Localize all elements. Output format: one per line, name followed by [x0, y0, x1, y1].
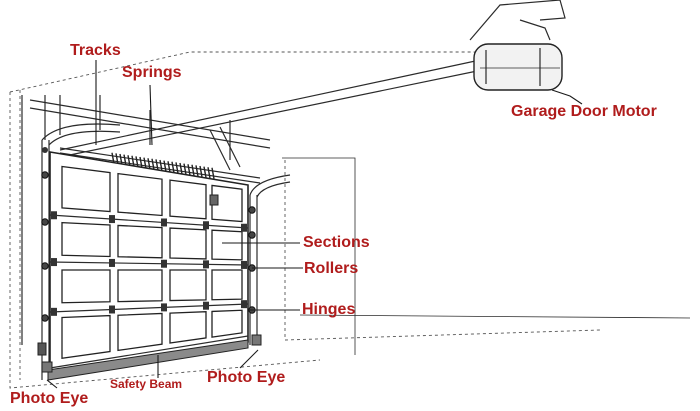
spring-coil	[131, 155, 135, 167]
door-panel	[117, 269, 163, 303]
door-handle	[209, 194, 219, 206]
door-panel	[117, 312, 163, 352]
door-panel	[117, 224, 163, 259]
door-panel	[211, 269, 243, 301]
spring-coil	[151, 158, 155, 170]
door-panel	[169, 179, 207, 220]
spring-coil	[187, 164, 191, 176]
roller	[248, 206, 256, 214]
door-panel	[117, 172, 163, 217]
spring-coil	[135, 156, 139, 168]
hinge	[51, 307, 57, 316]
roller	[41, 171, 49, 179]
left-track	[41, 123, 121, 380]
spring-coil	[191, 164, 195, 176]
door-panel	[169, 227, 207, 260]
label-rollers: Rollers	[304, 260, 359, 277]
hinge	[241, 223, 247, 232]
hinge	[109, 305, 115, 314]
door-panel	[211, 184, 243, 223]
door-panels	[61, 165, 243, 360]
spring-coil	[183, 163, 187, 175]
door-panel	[61, 269, 111, 304]
hinge	[241, 300, 247, 309]
spring-coil	[163, 160, 167, 172]
door-panel	[61, 314, 111, 360]
spring-coil	[167, 161, 171, 173]
label-safety-beam: Safety Beam	[110, 377, 183, 391]
room-outline	[9, 51, 691, 389]
spring-coil	[175, 162, 179, 174]
label-tracks: Tracks	[70, 42, 121, 59]
leader-lines	[46, 60, 583, 389]
photo-eye-left	[37, 342, 53, 373]
label-photo-eye-left: Photo Eye	[10, 390, 89, 407]
door-panel	[61, 165, 111, 213]
header-frame	[21, 95, 271, 345]
hinge	[203, 221, 209, 230]
door-panel	[61, 221, 111, 258]
hinge	[203, 260, 209, 269]
hinge	[109, 215, 115, 224]
spring-coil	[179, 162, 183, 175]
roller	[248, 231, 256, 239]
spring-coil	[211, 167, 215, 179]
hinge	[109, 258, 115, 267]
label-garage-door-motor: Garage Door Motor	[511, 103, 657, 120]
door-panel	[211, 229, 243, 261]
spring-coil	[207, 167, 211, 179]
hinge	[161, 218, 167, 227]
spring-coil	[123, 154, 127, 166]
roller	[41, 218, 49, 226]
door-hardware	[41, 171, 256, 322]
opener-rail	[59, 59, 483, 171]
spring-coil	[199, 165, 203, 178]
door-panel	[169, 311, 207, 344]
spring-coil	[203, 166, 207, 178]
label-hinges: Hinges	[302, 301, 356, 318]
spring-coil	[127, 155, 131, 167]
right-track	[249, 174, 291, 345]
spring-coil	[159, 159, 163, 172]
label-sections: Sections	[303, 234, 370, 251]
label-springs: Springs	[122, 64, 182, 81]
roller	[41, 314, 49, 322]
photo-eye-right	[251, 334, 262, 346]
hinge	[161, 303, 167, 312]
spring-coil	[143, 157, 147, 169]
hinge	[241, 260, 247, 269]
spring-coil	[147, 158, 151, 170]
garage-door-motor	[469, 0, 566, 91]
door-panel	[211, 309, 243, 338]
label-photo-eye-right: Photo Eye	[207, 369, 286, 386]
hinge	[203, 301, 209, 310]
spring-coil	[171, 161, 175, 173]
hinge	[161, 259, 167, 268]
door-panel	[169, 269, 207, 302]
spring-coil	[139, 156, 143, 169]
roller	[41, 262, 49, 270]
hinge	[51, 258, 57, 267]
spring-coil	[195, 165, 199, 177]
spring-coil	[155, 159, 159, 171]
hinge	[51, 211, 57, 220]
